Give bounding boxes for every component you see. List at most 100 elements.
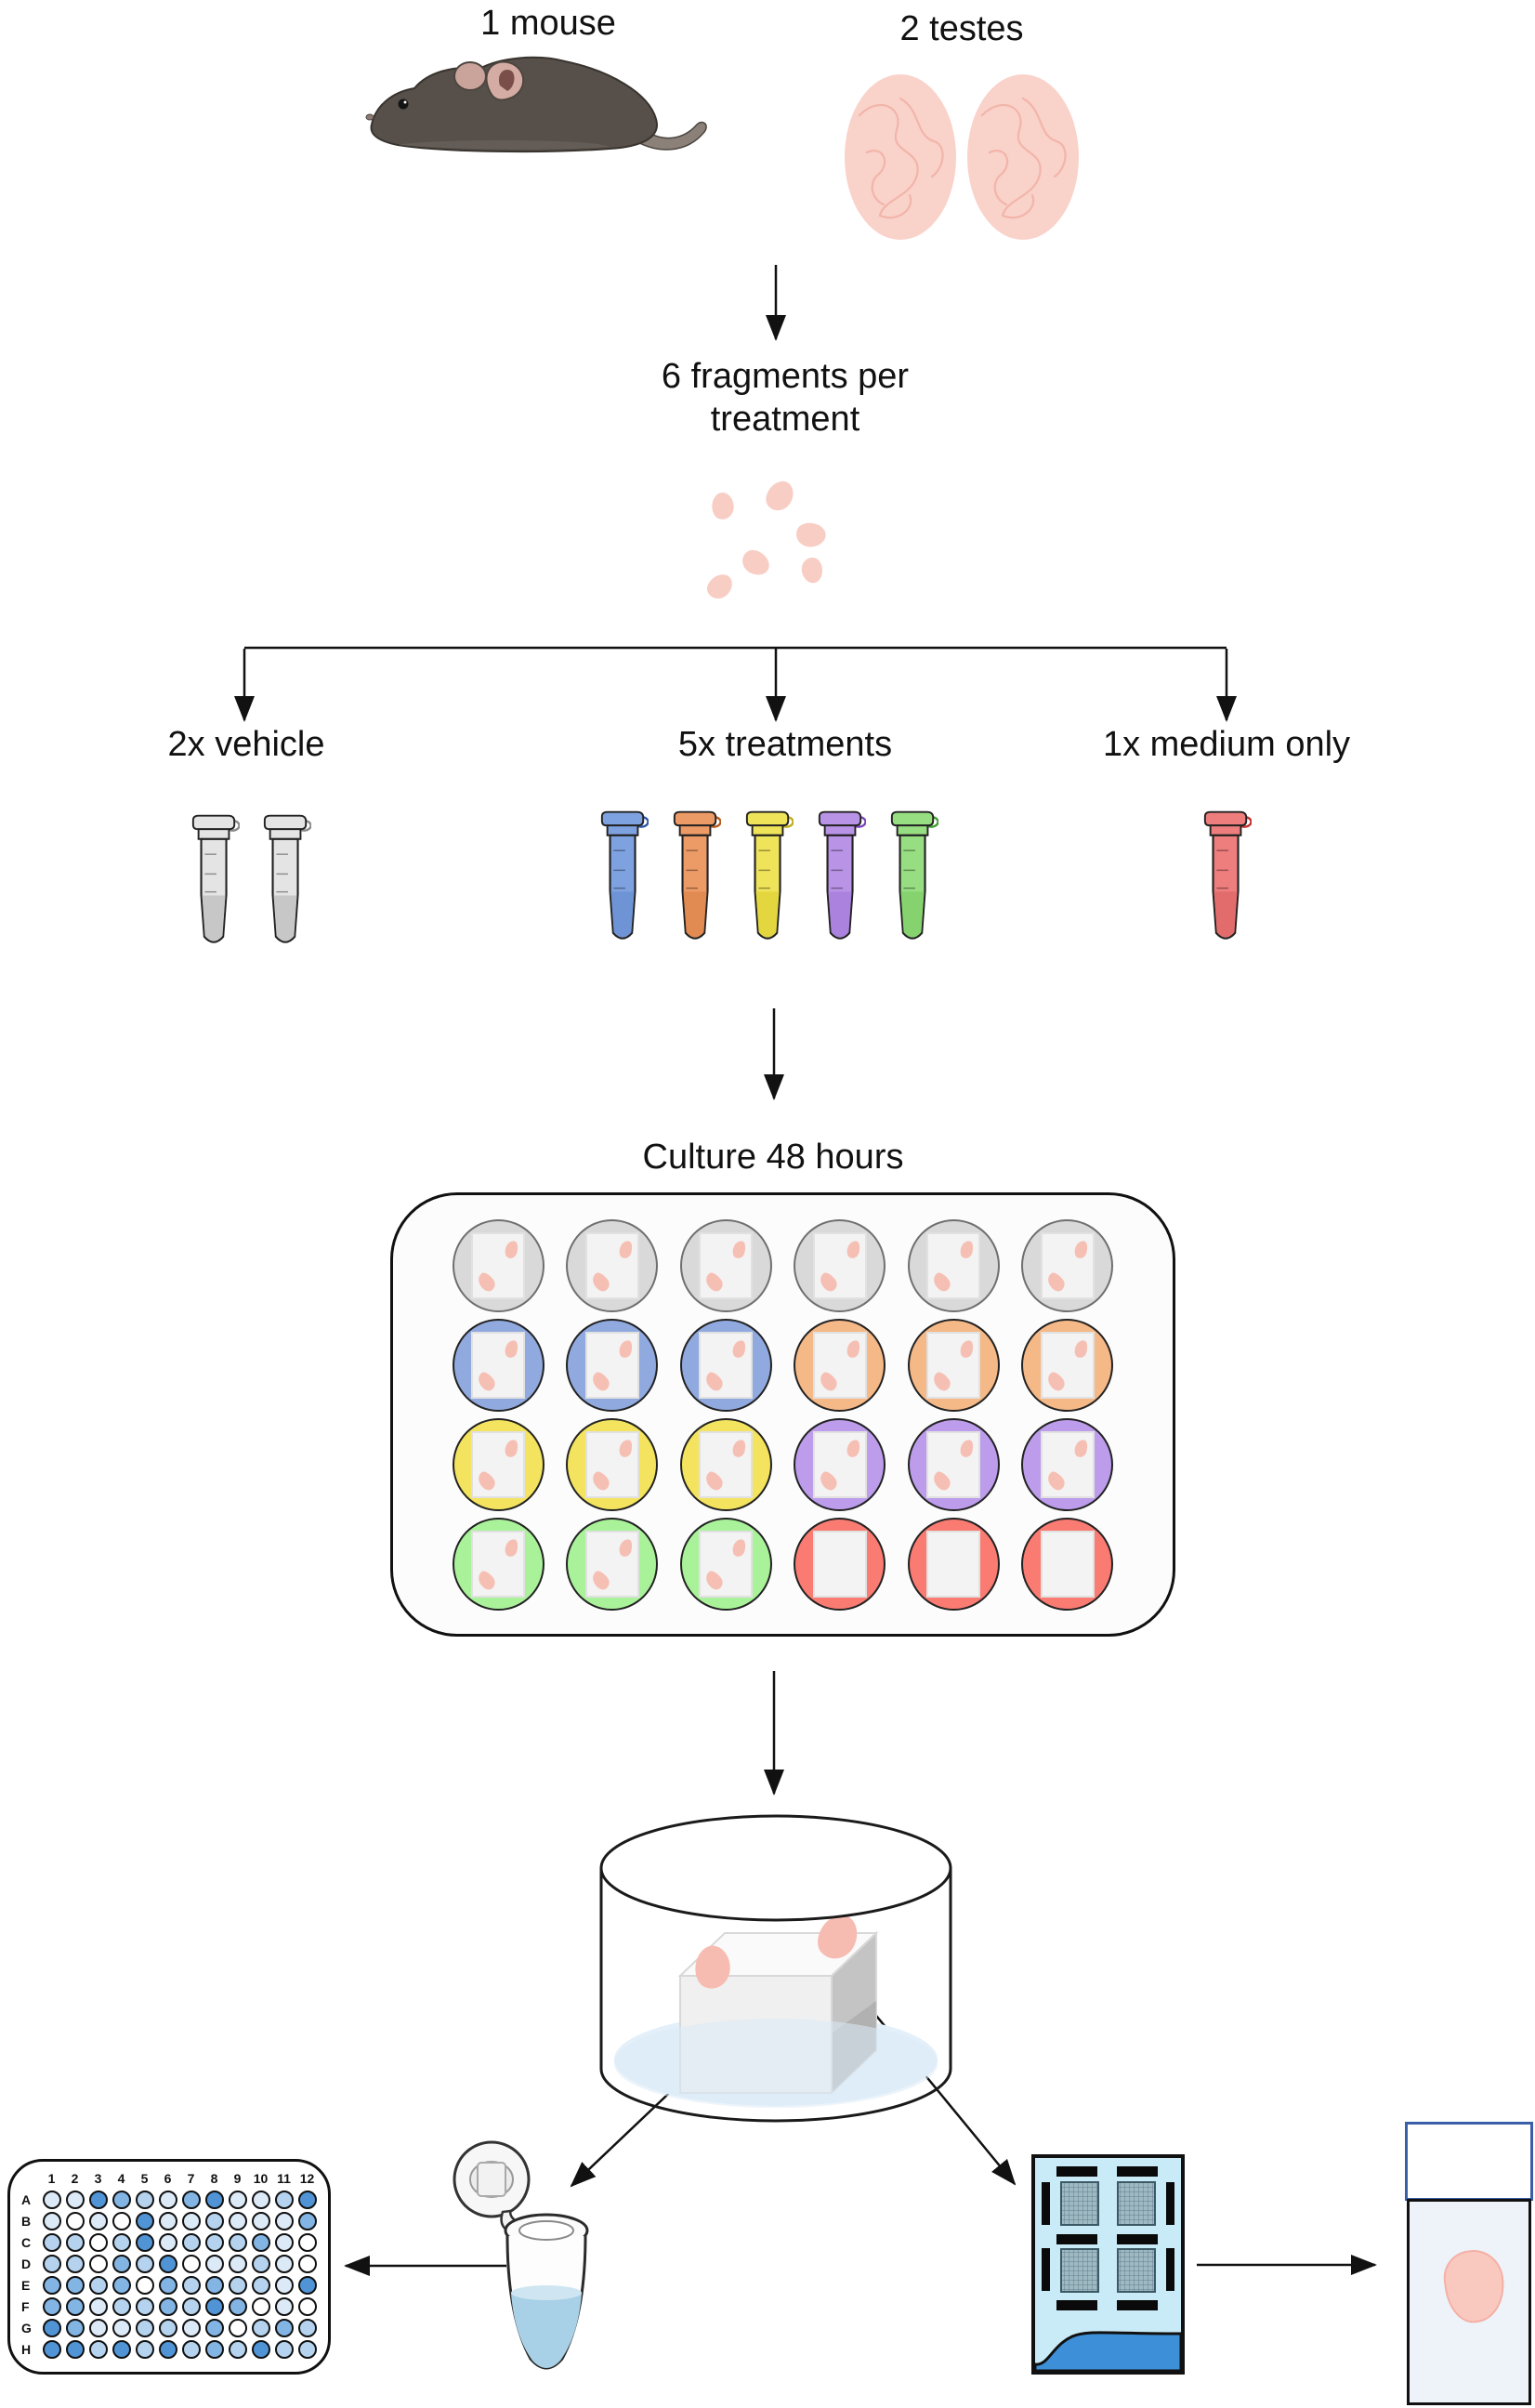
assay-well — [274, 2318, 294, 2337]
membrane-insert — [812, 1530, 867, 1598]
tissue-fragment — [845, 1338, 861, 1359]
assay-well — [65, 2254, 85, 2273]
assay-well — [42, 2254, 61, 2273]
agarose-block-well-icon — [599, 1814, 952, 2123]
assay-well — [204, 2318, 224, 2337]
tissue-fragment — [845, 1438, 861, 1458]
tissue-fragment — [475, 1468, 499, 1493]
microtube-icon — [673, 810, 721, 940]
fixed-tissue-fragment — [1439, 2245, 1510, 2327]
culture-well — [452, 1417, 544, 1511]
assay-well — [204, 2232, 224, 2252]
assay-well — [112, 2254, 131, 2273]
assay-well — [204, 2190, 224, 2209]
assay-well — [65, 2232, 85, 2252]
tissue-fragment — [504, 1338, 520, 1359]
microtube-icon — [818, 810, 866, 940]
tissue-fragment — [1072, 1239, 1089, 1259]
assay-well — [274, 2232, 294, 2252]
culture-well — [907, 1318, 1000, 1412]
membrane-insert — [699, 1331, 754, 1399]
membrane-insert — [812, 1331, 867, 1399]
tissue-fragment — [1043, 1369, 1068, 1393]
assay-well — [65, 2296, 85, 2316]
tissue-fragment — [702, 1568, 727, 1592]
assay-well — [251, 2296, 270, 2316]
culture-well — [907, 1417, 1000, 1511]
assay-row-label: B — [21, 2213, 32, 2229]
membrane-insert — [926, 1430, 981, 1498]
assay-well — [297, 2232, 317, 2252]
tissue-fragment — [617, 1438, 634, 1458]
assay-well — [297, 2254, 317, 2273]
microtube-icon — [1203, 810, 1252, 940]
assay-well — [112, 2275, 131, 2295]
assay-well — [251, 2254, 270, 2273]
culture-well — [907, 1218, 1000, 1312]
assay-col-label: 8 — [210, 2170, 218, 2186]
membrane-insert — [812, 1430, 867, 1498]
microtube-icon — [263, 814, 311, 943]
assay-col-label: 5 — [140, 2170, 149, 2186]
tissue-fragment — [702, 1468, 727, 1493]
assay-well — [65, 2275, 85, 2295]
assay-well — [88, 2339, 108, 2359]
tissue-fragment — [588, 1568, 612, 1592]
vehicle-label: 2x vehicle — [167, 725, 325, 764]
membrane-insert — [1040, 1331, 1095, 1399]
tissue-fragment — [504, 1438, 520, 1458]
membrane-insert — [584, 1331, 639, 1399]
tissue-fragment — [731, 1239, 748, 1259]
assay-well — [204, 2339, 224, 2359]
membrane-insert — [926, 1331, 981, 1399]
assay-well — [158, 2275, 177, 2295]
tissue-fragment — [731, 1537, 748, 1558]
assay-well — [112, 2296, 131, 2316]
assay-well — [181, 2296, 201, 2316]
tissue-fragment — [930, 1369, 954, 1393]
assay-plate-row: E — [21, 2274, 328, 2296]
assay-well — [297, 2318, 317, 2337]
assay-plate-row: A — [21, 2189, 328, 2210]
membrane-insert — [471, 1331, 526, 1399]
assay-well — [228, 2296, 247, 2316]
vehicle-tubes-group — [190, 810, 311, 957]
assay-col-label: 4 — [117, 2170, 125, 2186]
culture-well — [794, 1218, 886, 1312]
membrane-insert — [584, 1530, 639, 1598]
culture-well — [566, 1517, 659, 1611]
assay-well — [112, 2318, 131, 2337]
assay-well — [88, 2232, 108, 2252]
mouse-label: 1 mouse — [480, 4, 616, 43]
tissue-fragments-icon — [702, 477, 828, 604]
tissue-fragment — [816, 1468, 840, 1493]
assay-well — [158, 2232, 177, 2252]
culture-well — [794, 1417, 886, 1511]
tissue-fragment — [1072, 1438, 1089, 1458]
assay-well — [181, 2339, 201, 2359]
tissue-fragment — [1072, 1338, 1089, 1359]
membrane-insert — [584, 1231, 639, 1299]
assay-well — [42, 2318, 61, 2337]
tissue-fragment — [475, 1369, 499, 1393]
assay-well — [204, 2254, 224, 2273]
assay-well — [274, 2296, 294, 2316]
treatment-tubes-group — [598, 807, 938, 954]
assay-well — [251, 2275, 270, 2295]
tissue-fragment — [504, 1537, 520, 1558]
culture-well — [1021, 1517, 1114, 1611]
assay-well — [181, 2190, 201, 2209]
assay-well — [251, 2190, 270, 2209]
assay-well — [181, 2318, 201, 2337]
assay-col-label: 1 — [47, 2170, 56, 2186]
culture-well — [452, 1218, 544, 1312]
fragments-label: 6 fragments per treatment — [661, 357, 910, 440]
membrane-insert — [926, 1231, 981, 1299]
assay-well — [135, 2190, 154, 2209]
tissue-fragment — [731, 1338, 748, 1359]
assay-well — [158, 2254, 177, 2273]
culture-well — [452, 1318, 544, 1412]
assay-row-label: F — [21, 2298, 30, 2314]
